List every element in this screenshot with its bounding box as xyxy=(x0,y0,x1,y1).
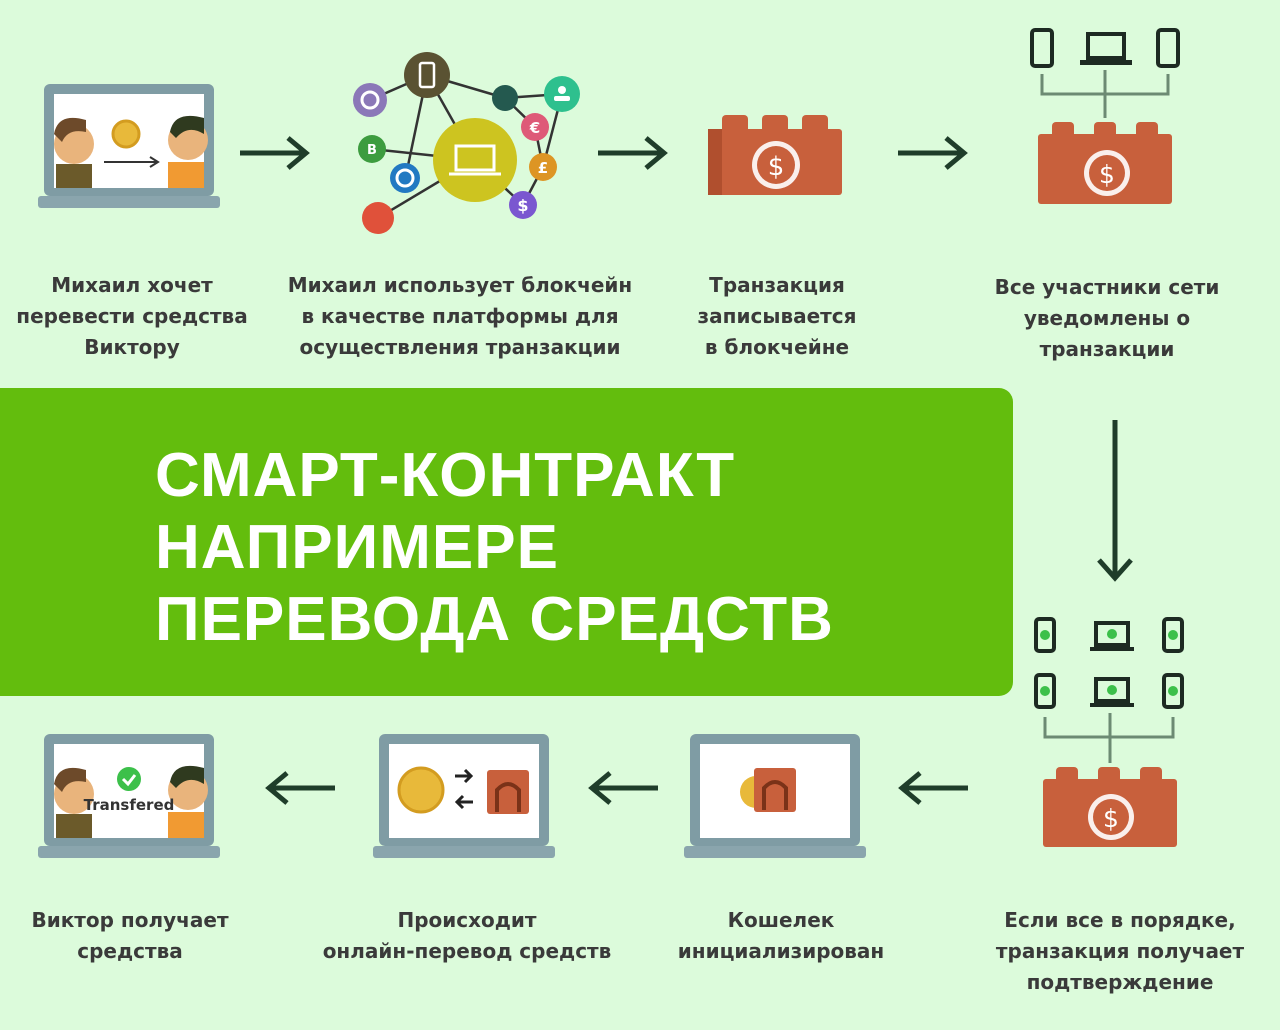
svg-text:$: $ xyxy=(1103,804,1119,833)
arrow-right-icon xyxy=(240,136,310,170)
arrow-right-icon xyxy=(898,136,968,170)
svg-text:$: $ xyxy=(768,152,785,182)
svg-text:£: £ xyxy=(538,159,548,177)
transfered-label: Transfered xyxy=(84,796,175,814)
svg-text:$: $ xyxy=(1099,160,1115,189)
title-banner xyxy=(0,388,1013,696)
arrow-left-icon xyxy=(898,771,968,805)
arrow-left-icon xyxy=(265,771,335,805)
network-notified-devices-icon: $ xyxy=(1030,28,1180,208)
network-confirmed-devices-icon: $ xyxy=(1034,617,1184,849)
arrow-left-icon xyxy=(588,771,658,805)
arrow-down-icon xyxy=(1097,420,1133,582)
svg-text:B: B xyxy=(367,143,377,158)
laptop-transfered-icon: Transfered xyxy=(38,734,220,860)
laptop-online-transfer-icon xyxy=(373,734,555,860)
blockchain-block-icon: $ xyxy=(708,115,842,197)
laptop-transfer-intent-icon xyxy=(38,84,220,210)
arrow-right-icon xyxy=(598,136,668,170)
euro-icon: € xyxy=(529,119,540,137)
laptop-wallet-initialized-icon xyxy=(684,734,866,860)
svg-text:$: $ xyxy=(517,196,528,215)
blockchain-network-icon: € B £ $ xyxy=(350,50,590,240)
